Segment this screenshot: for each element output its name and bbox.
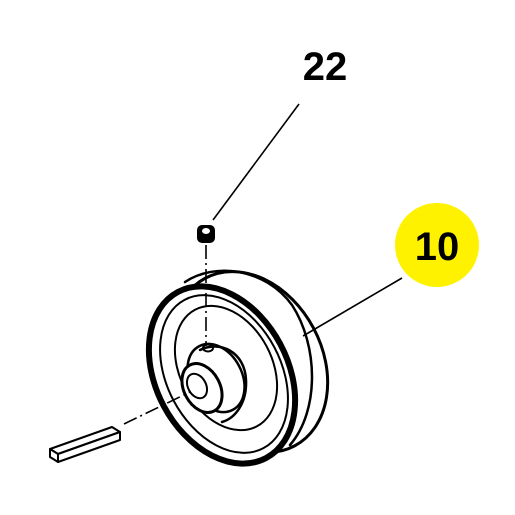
pulley-bore: [185, 372, 209, 400]
set-screw-highlight: [202, 228, 210, 234]
leader-line-22: [212, 103, 300, 221]
key-side-face: [57, 431, 121, 463]
set-screw: [197, 225, 215, 243]
callout-number: 22: [303, 45, 348, 89]
pulley-hub-face: [180, 362, 224, 414]
callout-number: 10: [415, 225, 460, 269]
key: [49, 426, 121, 463]
pulley-groove-edge: [183, 269, 314, 447]
assembly-lines: [123, 245, 207, 425]
callout-10: 10: [395, 203, 479, 287]
leader-lines: [212, 103, 403, 337]
pulley-hub-side: [198, 345, 248, 424]
pulley: [145, 269, 330, 467]
leader-line-10: [302, 277, 403, 337]
pulley-setscrew-hole: [202, 343, 214, 353]
callout-highlight: [395, 203, 479, 287]
key-axis-line: [123, 391, 191, 425]
callout-22: 22: [303, 45, 348, 89]
